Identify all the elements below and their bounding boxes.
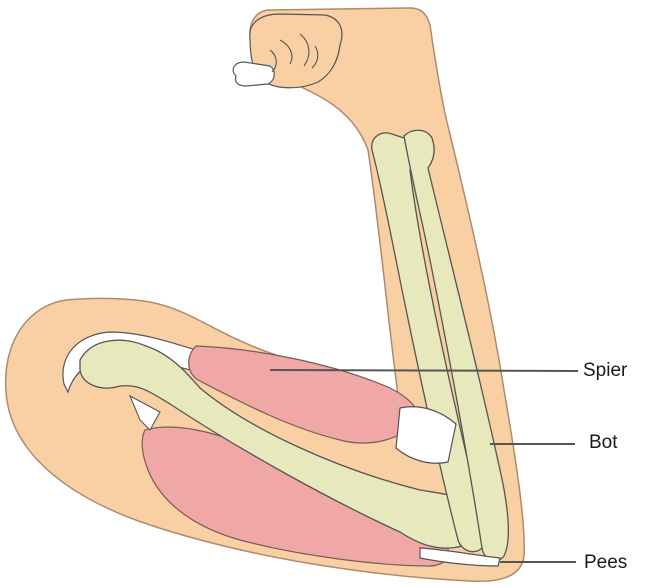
thumb <box>233 62 274 86</box>
label-bot: Bot <box>589 433 618 452</box>
label-spier: Spier <box>583 361 627 380</box>
leader-line-spier <box>270 370 578 371</box>
label-pees: Pees <box>584 553 627 572</box>
